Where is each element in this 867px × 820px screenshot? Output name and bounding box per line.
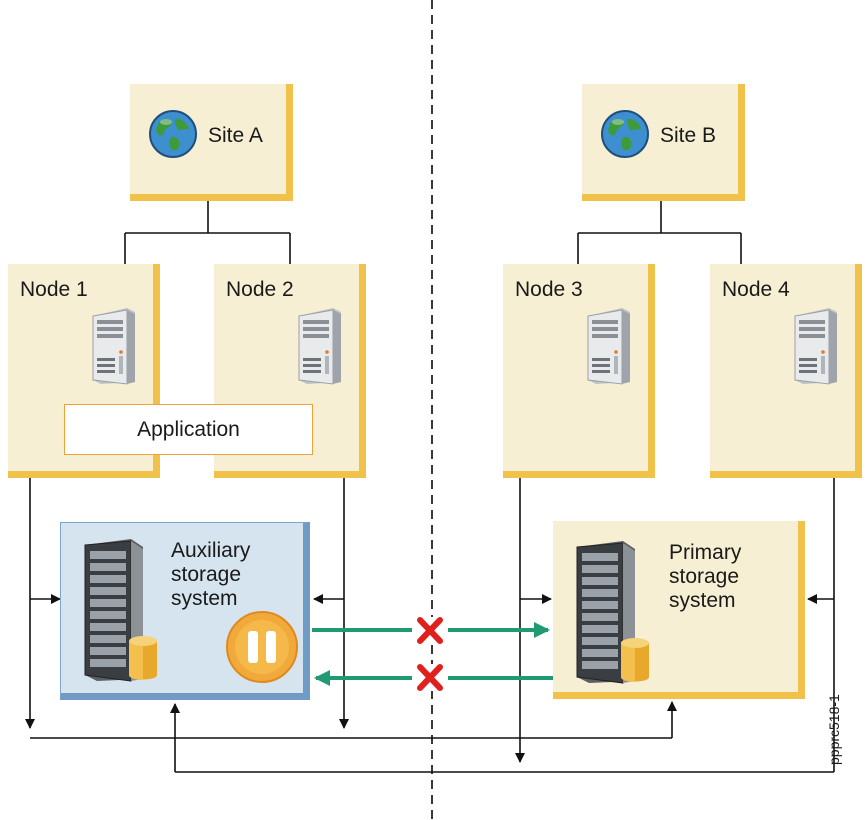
storage-rack-icon: [576, 541, 649, 684]
node-4-box: Node 4: [710, 264, 862, 478]
site-a-tree: [124, 200, 291, 264]
site-label: Site A: [208, 124, 263, 147]
node-label: Node 3: [515, 278, 583, 301]
server-icon: [794, 308, 837, 385]
globe-icon: [601, 110, 649, 158]
storage-label-line: storage: [171, 563, 242, 586]
node1-storage-links: [25, 477, 677, 739]
server-icon: [298, 308, 341, 385]
auxiliary-storage-label: Auxiliary storage system: [171, 539, 250, 611]
pause-icon: [226, 611, 298, 683]
node4-storage-links: [170, 477, 835, 773]
site-b-tree: [577, 200, 742, 264]
primary-storage-box: Primary storage system: [553, 521, 805, 699]
x-icon: [412, 664, 448, 691]
site-b-box: Site B: [582, 84, 745, 201]
site-label: Site B: [660, 124, 717, 147]
storage-rack-icon: [84, 539, 157, 682]
figure-id: ppprc518-1: [826, 694, 842, 765]
server-icon: [92, 308, 135, 385]
storage-label-line: Auxiliary: [171, 539, 251, 562]
node-label: Node 1: [20, 278, 88, 301]
node3-storage-links: [515, 477, 552, 763]
x-icon: [412, 617, 448, 644]
application-box: Application: [64, 404, 313, 455]
server-icon: [587, 308, 630, 385]
storage-label-line: system: [171, 587, 238, 610]
node-label: Node 4: [722, 278, 790, 301]
primary-storage-label: Primary storage system: [669, 541, 741, 613]
storage-label-line: system: [669, 589, 736, 612]
site-a-box: Site A: [130, 84, 293, 201]
globe-icon: [149, 110, 197, 158]
auxiliary-storage-box: Auxiliary storage system: [60, 522, 310, 700]
application-label: Application: [137, 417, 240, 441]
storage-label-line: Primary: [669, 541, 742, 564]
storage-label-line: storage: [669, 565, 740, 588]
node-label: Node 2: [226, 278, 294, 301]
node2-storage-links: [313, 477, 349, 729]
node-3-box: Node 3: [503, 264, 655, 478]
